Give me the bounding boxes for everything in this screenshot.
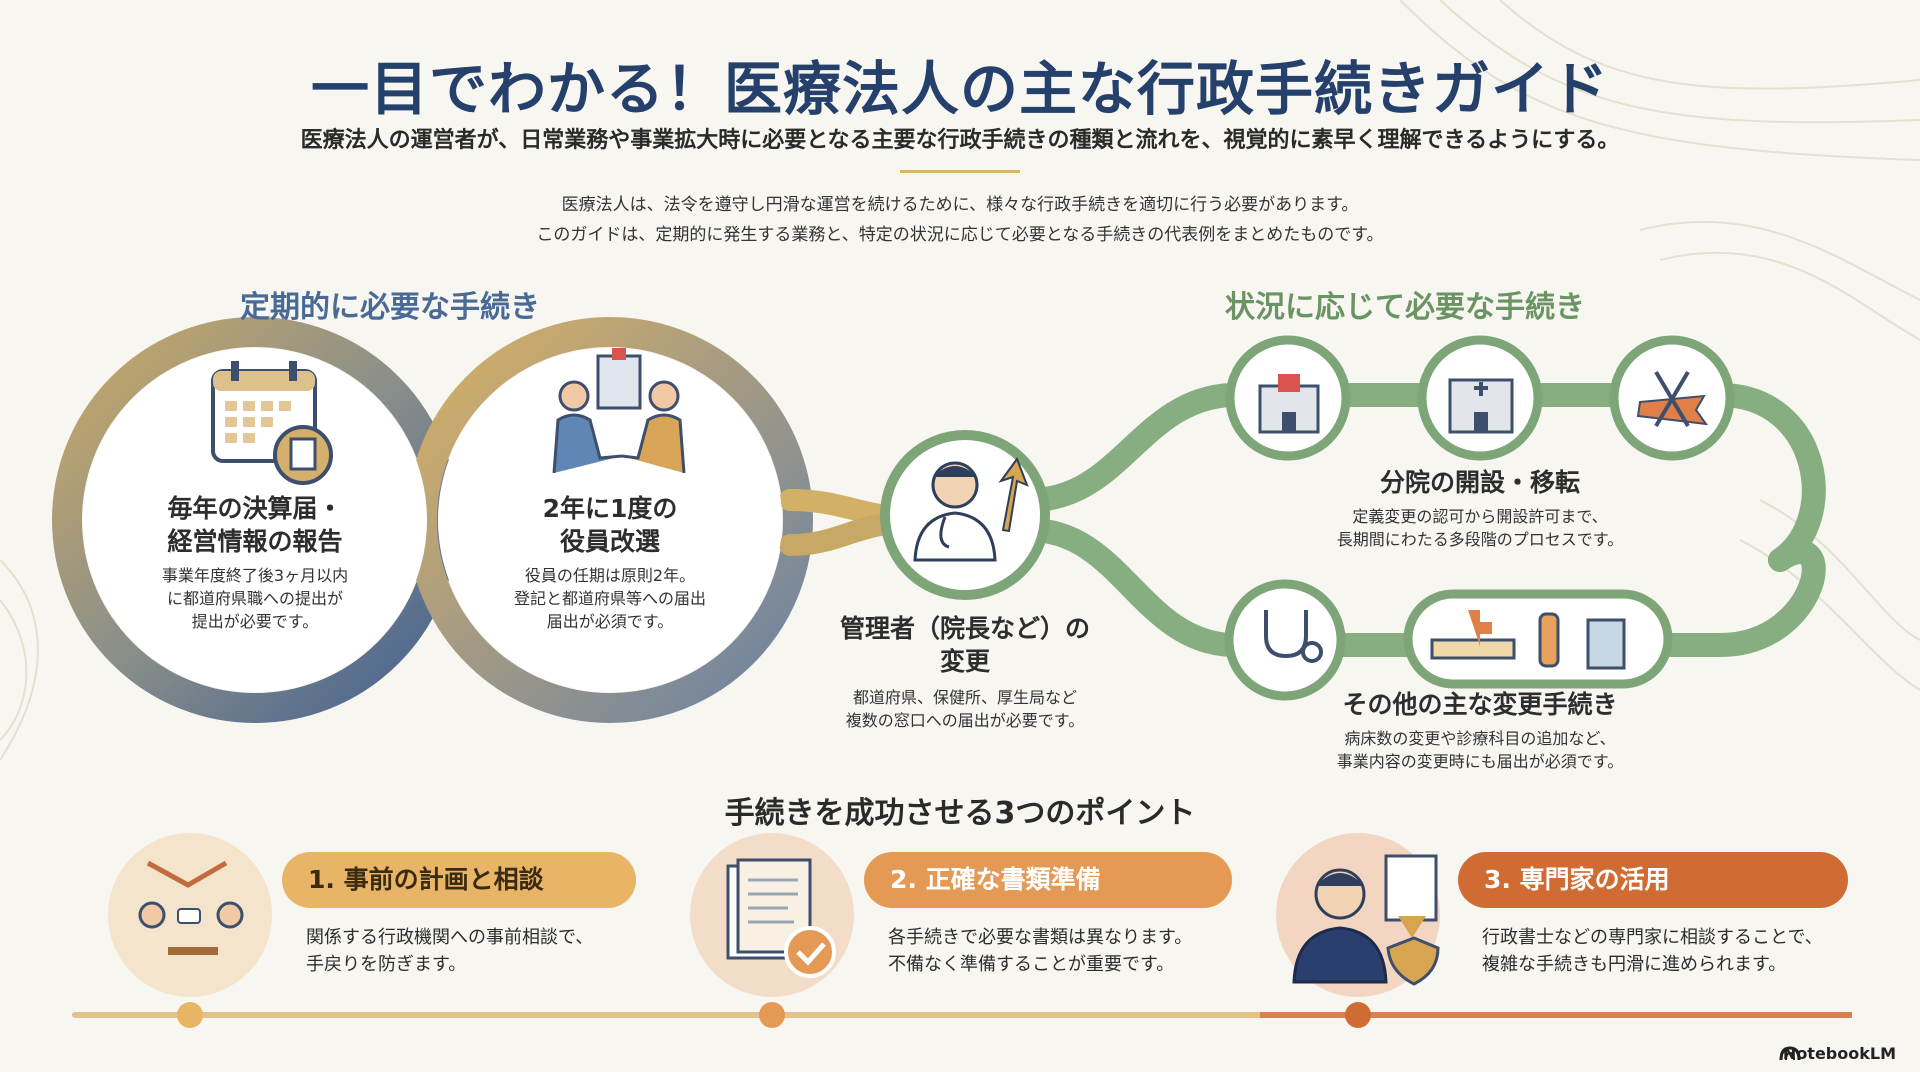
annual-desc-line-3: 提出が必要です。	[191, 612, 319, 631]
officers-title: 2年に1度の 役員改選	[480, 492, 740, 558]
officers-desc-line-1: 役員の任期は原則2年。	[524, 566, 696, 585]
branch-title: 分院の開設・移転	[1379, 468, 1580, 497]
manager-desc-line-1: 都道府県、保健所、厚生局など	[852, 688, 1077, 707]
hospital-icon	[1258, 374, 1320, 434]
officers-desc-line-2: 登記と都道府県等への届出	[513, 589, 706, 608]
intro-line-2: このガイドは、定期的に発生する業務と、特定の状況に応じて必要となる手続きの代表例…	[536, 225, 1384, 245]
other-title: その他の主な変更手続き	[1342, 690, 1618, 719]
documents-icon	[726, 858, 836, 978]
point-3-desc-line-2: 複雑な手続きも円滑に進められます。	[1482, 954, 1787, 975]
points-heading: 手続きを成功させる3つのポイント	[724, 796, 1196, 831]
point-3-label: 3. 専門家の活用	[1458, 852, 1848, 908]
point-2-desc-line-2: 不備なく準備することが重要です。	[888, 954, 1175, 975]
officers-desc: 役員の任期は原則2年。 登記と都道府県等への届出 届出が必須です。	[480, 564, 740, 633]
officers-node: 2年に1度の 役員改選 役員の任期は原則2年。 登記と都道府県等への届出 届出が…	[480, 492, 740, 633]
annual-title-line-2: 経営情報の報告	[167, 527, 343, 556]
hospital-bed-icon	[1430, 610, 1626, 670]
doctor-icon	[913, 456, 1029, 562]
point-1-desc-line-1: 関係する行政機関への事前相談で、	[306, 927, 594, 948]
annual-node-bg	[83, 348, 427, 692]
timeline-dot-2	[759, 1002, 785, 1028]
other-node: その他の主な変更手続き 病床数の変更や診療科目の追加など、 事業内容の変更時にも…	[1290, 688, 1670, 773]
annual-desc-line-2: に都道府県職への提出が	[166, 589, 343, 608]
manager-title: 管理者（院長など）の 変更	[800, 612, 1130, 678]
officers-title-line-2: 役員改選	[559, 527, 660, 556]
point-1-desc-line-2: 手戻りを防ぎます。	[306, 954, 467, 975]
point-2-label: 2. 正確な書類準備	[864, 852, 1232, 908]
meeting-icon	[138, 860, 244, 955]
annual-desc: 事業年度終了後3ヶ月以内 に都道府県職への提出が 提出が必要です。	[125, 564, 385, 633]
intro-line-1: 医療法人は、法令を遵守し円滑な運営を続けるために、様々な行政手続きを適切に行う必…	[561, 195, 1359, 215]
notebooklm-logo-icon	[1779, 1046, 1801, 1061]
stethoscope-icon	[1264, 610, 1323, 663]
point-3-desc: 行政書士などの専門家に相談することで、 複雑な手続きも円滑に進められます。	[1482, 924, 1882, 978]
branch-desc-line-2: 長期間にわたる多段階のプロセスです。	[1336, 530, 1624, 549]
page-subtitle: 医療法人の運営者が、日常業務や事業拡大時に必要となる主要な行政手続きの種類と流れ…	[300, 128, 1620, 153]
periodic-loop	[52, 317, 891, 723]
point-1-label: 1. 事前の計画と相談	[282, 852, 636, 908]
intro-text: 医療法人は、法令を遵守し円滑な運営を続けるために、様々な行政手続きを適切に行う必…	[0, 190, 1920, 250]
annual-node: 毎年の決算届・ 経営情報の報告 事業年度終了後3ヶ月以内 に都道府県職への提出が…	[125, 492, 385, 633]
section-periodic-title: 定期的に必要な手続き	[240, 290, 540, 325]
point-3-desc-line-1: 行政書士などの専門家に相談することで、	[1482, 927, 1823, 948]
page-title: 一目でわかる！医療法人の主な行政手続きガイド	[310, 55, 1609, 123]
annual-title: 毎年の決算届・ 経営情報の報告	[125, 492, 385, 558]
manager-desc: 都道府県、保健所、厚生局など 複数の窓口への届出が必要です。	[800, 686, 1130, 732]
point-2-desc: 各手続きで必要な書類は異なります。 不備なく準備することが重要です。	[888, 924, 1248, 978]
timeline-dot-1	[177, 1002, 203, 1028]
officers-node-bg	[438, 348, 782, 692]
other-desc-line-1: 病床数の変更や診療科目の追加など、	[1344, 729, 1616, 748]
manager-node: 管理者（院長など）の 変更 都道府県、保健所、厚生局など 複数の窓口への届出が必…	[800, 612, 1130, 732]
manager-desc-line-2: 複数の窓口への届出が必要です。	[845, 711, 1085, 730]
point-2-desc-line-1: 各手続きで必要な書類は異なります。	[888, 927, 1193, 948]
other-desc-line-2: 事業内容の変更時にも届出が必須です。	[1336, 752, 1624, 771]
brand-name: NotebookLM	[1782, 1044, 1896, 1063]
ribbon-cutting-icon	[1636, 370, 1709, 428]
annual-title-line-1: 毎年の決算届・	[167, 494, 343, 523]
officers-desc-line-3: 届出が必須です。	[546, 612, 674, 631]
officers-title-line-1: 2年に1度の	[542, 494, 678, 523]
point-1-desc: 関係する行政機関への事前相談で、 手戻りを防ぎます。	[306, 924, 666, 978]
expert-icon	[1292, 854, 1440, 986]
section-situational-title: 状況に応じて必要な手続き	[1225, 290, 1585, 325]
timeline-dot-3	[1345, 1002, 1371, 1028]
manager-title-line-2: 変更	[939, 647, 990, 676]
branch-node: 分院の開設・移転 定義変更の認可から開設許可まで、 長期間にわたる多段階のプロセ…	[1290, 466, 1670, 551]
hospital-building-icon	[1448, 378, 1514, 434]
annual-desc-line-1: 事業年度終了後3ヶ月以内	[161, 566, 349, 585]
branch-desc: 定義変更の認可から開設許可まで、 長期間にわたる多段階のプロセスです。	[1290, 505, 1670, 551]
background-lines	[0, 0, 1920, 761]
handshake-icon	[552, 348, 686, 474]
other-desc: 病床数の変更や診療科目の追加など、 事業内容の変更時にも届出が必須です。	[1290, 727, 1670, 773]
calendar-icon	[211, 361, 333, 485]
manager-title-line-1: 管理者（院長など）の	[839, 614, 1090, 643]
title-divider	[900, 170, 1020, 173]
branch-desc-line-1: 定義変更の認可から開設許可まで、	[1352, 507, 1608, 526]
